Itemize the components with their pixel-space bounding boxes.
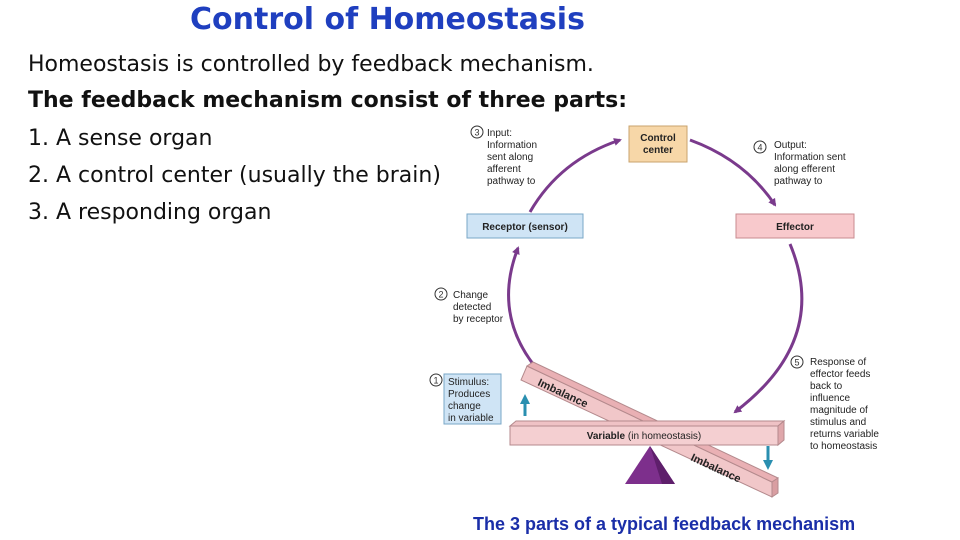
step-3-line-1: Input: xyxy=(487,128,512,139)
step-2-line-3: by receptor xyxy=(453,314,504,325)
step-2-label: 2 Change detected by receptor xyxy=(434,287,504,325)
intro-text: Homeostasis is controlled by feedback me… xyxy=(28,52,594,77)
step-3-label: 3 Input: Information sent along afferent… xyxy=(470,125,537,187)
arrow-effector-to-variable xyxy=(733,243,804,414)
variable-bar: Variable (in homeostasis) xyxy=(508,419,786,447)
step-5-line-1: Response of xyxy=(810,357,866,368)
step-5-line-6: stimulus and xyxy=(810,417,866,428)
step-5-line-7: returns variable xyxy=(810,429,879,440)
arrow-control-to-effector xyxy=(689,138,777,207)
arrow-variable-to-receptor xyxy=(507,246,547,380)
step-4-label: 4 Output: Information sent along efferen… xyxy=(753,140,846,187)
step-5-line-2: effector feeds xyxy=(810,369,870,380)
step-1-line-1: Stimulus: xyxy=(448,377,489,388)
step-3-line-4: afferent xyxy=(487,164,521,175)
variable-label: Variable (in homeostasis) xyxy=(587,431,702,442)
step-3-line-2: Information xyxy=(487,140,537,151)
step-5-line-4: influence xyxy=(810,393,850,404)
part-item-1: 1. A sense organ xyxy=(28,126,213,151)
arrow-receptor-to-control xyxy=(528,138,622,213)
receptor-box: Receptor (sensor) xyxy=(466,213,584,239)
control-center-box: Control center xyxy=(628,125,688,163)
step-1-line-2: Produces xyxy=(448,389,490,400)
step-5-label: 5 Response of effector feeds back to inf… xyxy=(790,355,879,452)
part-item-2: 2. A control center (usually the brain) xyxy=(28,163,441,188)
diagram-caption: The 3 parts of a typical feedback mechan… xyxy=(473,514,856,534)
step-3-line-5: pathway to xyxy=(487,176,536,187)
step-3-number: 3 xyxy=(474,128,479,138)
step-4-line-4: pathway to xyxy=(774,176,823,187)
control-center-label-2: center xyxy=(643,145,673,156)
step-3-line-3: sent along xyxy=(487,152,533,163)
subheading: The feedback mechanism consist of three … xyxy=(28,88,628,113)
step-1-line-4: in variable xyxy=(448,413,494,424)
step-5-number: 5 xyxy=(794,358,799,368)
step-4-line-3: along efferent xyxy=(774,164,835,175)
step-1-number: 1 xyxy=(433,376,438,386)
step-4-line-2: Information sent xyxy=(774,152,846,163)
slide-title: Control of Homeostasis xyxy=(190,2,585,37)
parts-list: 1. A sense organ 2. A control center (us… xyxy=(28,126,441,237)
step-2-number: 2 xyxy=(438,290,443,300)
step-1-line-3: change xyxy=(448,401,481,412)
step-5-line-8: to homeostasis xyxy=(810,441,877,452)
step-4-line-1: Output: xyxy=(774,140,807,151)
step-5-line-3: back to xyxy=(810,381,843,392)
effector-box: Effector xyxy=(735,213,855,239)
step-1-label: 1 Stimulus: Produces change in variable xyxy=(429,373,502,425)
effector-label: Effector xyxy=(776,222,814,233)
step-2-line-1: Change xyxy=(453,290,488,301)
control-center-label-1: Control xyxy=(640,133,676,144)
part-item-3: 3. A responding organ xyxy=(28,200,272,225)
receptor-label: Receptor (sensor) xyxy=(482,222,568,233)
step-2-line-2: detected xyxy=(453,302,491,313)
step-5-line-5: magnitude of xyxy=(810,405,868,416)
step-4-number: 4 xyxy=(757,143,762,153)
